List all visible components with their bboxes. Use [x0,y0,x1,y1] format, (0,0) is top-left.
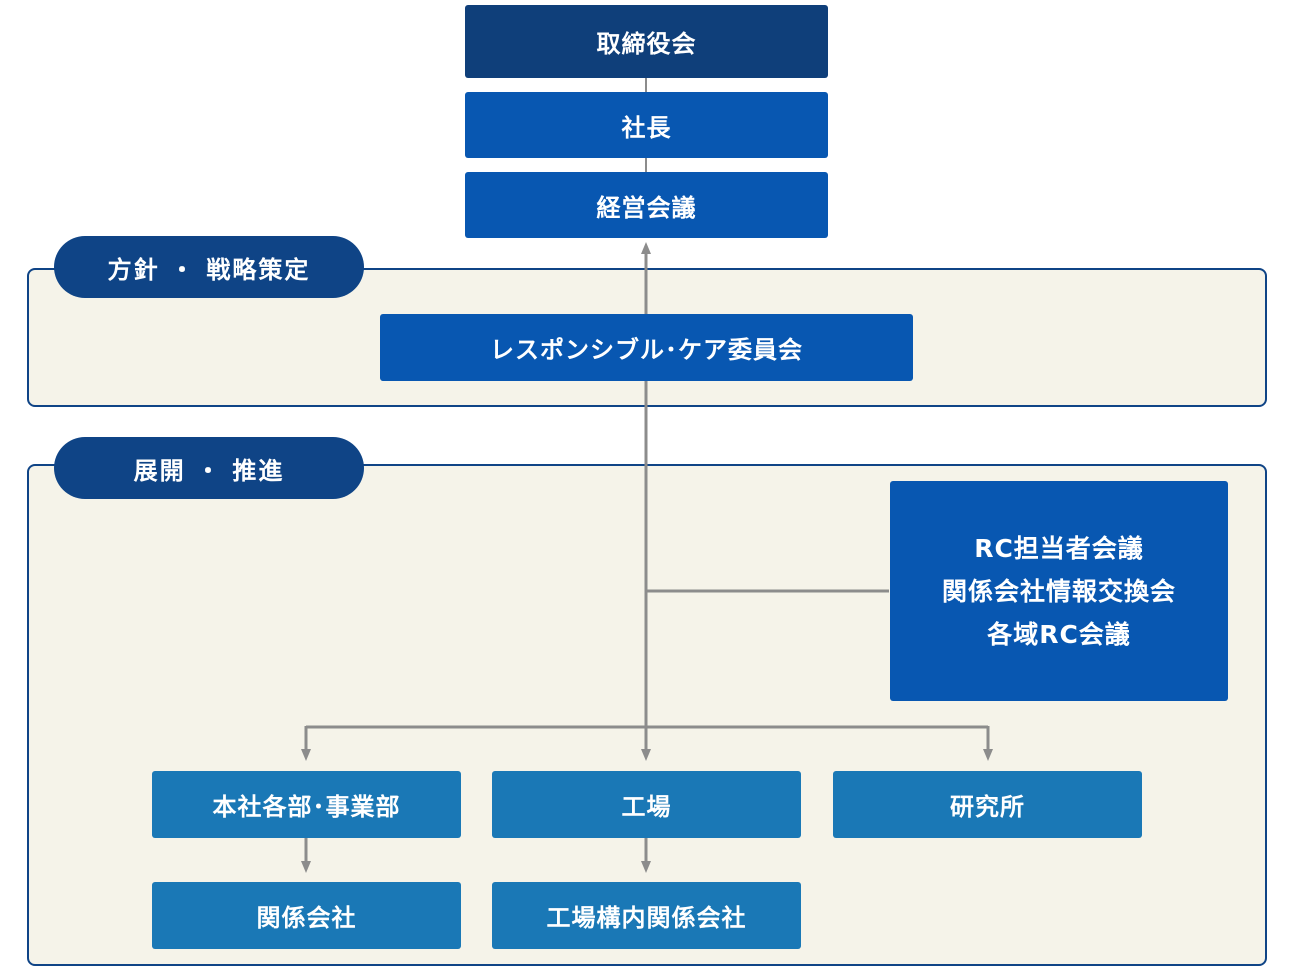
policy-section-label: 方針 ・ 戦略策定 [54,236,364,298]
affiliates-box: 関係会社 [152,882,461,949]
rc-meetings-box: RC担当者会議 関係会社情報交換会 各域RC会議 [890,481,1228,701]
deployment-section-label: 展開 ・ 推進 [54,437,364,499]
rc-committee-box: レスポンシブル･ケア委員会 [380,314,913,381]
research-lab-box: 研究所 [833,771,1142,838]
hq-divisions-box: 本社各部･事業部 [152,771,461,838]
management-meeting-box: 経営会議 [465,172,828,238]
rc-meetings-line-3: 各域RC会議 [987,619,1131,649]
factory-affiliates-box: 工場構内関係会社 [492,882,801,949]
president-box: 社長 [465,92,828,158]
board-of-directors-box: 取締役会 [465,5,828,78]
rc-meetings-line-1: RC担当者会議 [974,533,1144,563]
rc-meetings-line-2: 関係会社情報交換会 [941,576,1176,606]
factory-box: 工場 [492,771,801,838]
